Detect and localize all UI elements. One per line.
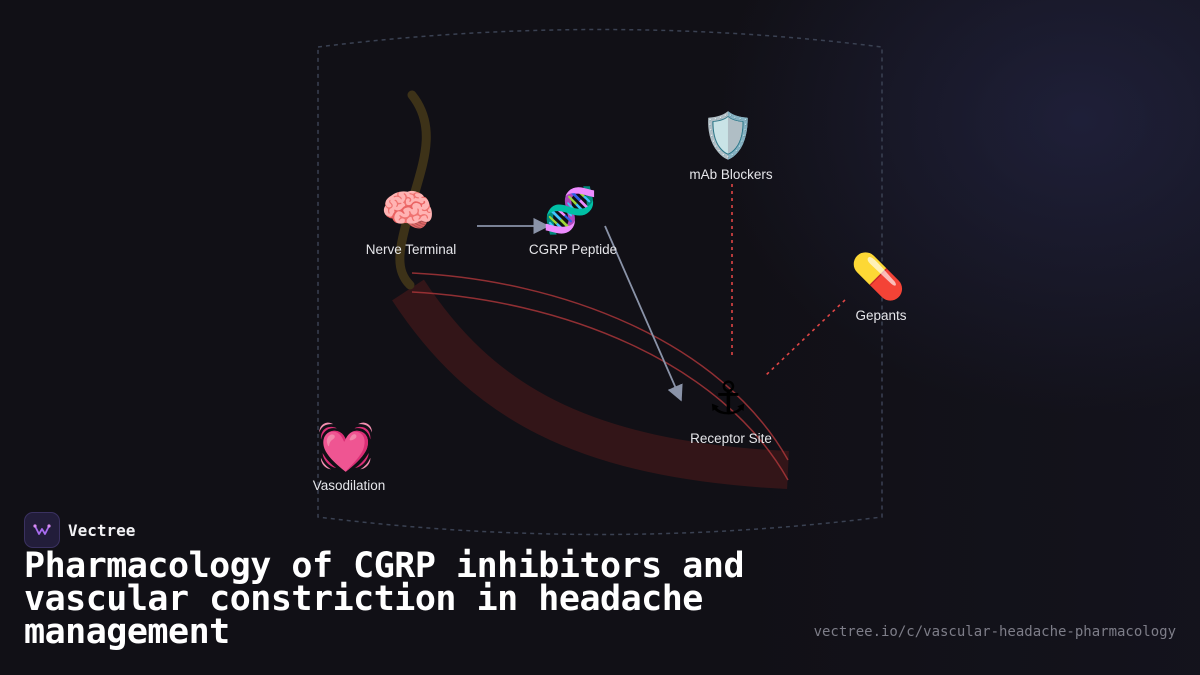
node-label-cgrp-peptide: CGRP Peptide xyxy=(529,242,617,257)
node-vasodilation: 💓 Vasodilation xyxy=(313,419,386,493)
source-url[interactable]: vectree.io/c/vascular-headache-pharmacol… xyxy=(813,624,1176,640)
blood-vessel xyxy=(392,279,789,489)
node-label-vasodilation: Vasodilation xyxy=(313,478,386,493)
node-nerve-terminal: 🧠 Nerve Terminal xyxy=(366,185,457,257)
brain-icon: 🧠 xyxy=(381,185,436,236)
brand-name: Vectree xyxy=(68,520,136,540)
node-mab-blockers: 🛡️ mAb Blockers xyxy=(689,110,773,182)
edge-cgrp-peptide-to-receptor-site xyxy=(604,225,683,402)
dna-icon: 🧬 xyxy=(543,183,598,236)
edge-gepants-to-receptor-site xyxy=(764,299,846,377)
vessel-wall-lower xyxy=(411,291,789,481)
page-title: Pharmacology of CGRP inhibitors and vasc… xyxy=(24,546,745,652)
brand-logo xyxy=(24,512,60,548)
head-boundary xyxy=(317,28,883,536)
anchor-icon: ⚓ xyxy=(707,371,748,425)
node-label-nerve-terminal: Nerve Terminal xyxy=(366,242,457,257)
node-label-gepants: Gepants xyxy=(855,308,906,323)
nerve-fiber xyxy=(395,90,431,290)
vessel-wall-upper xyxy=(411,272,789,461)
brand: Vectree xyxy=(24,512,135,548)
node-gepants: 💊 Gepants xyxy=(851,249,907,323)
vectree-logo-icon xyxy=(33,524,51,535)
node-cgrp-peptide: 🧬 CGRP Peptide xyxy=(529,183,617,257)
node-label-mab-blockers: mAb Blockers xyxy=(689,167,773,182)
beating-heart-icon: 💓 xyxy=(317,419,374,473)
pill-icon: 💊 xyxy=(851,249,906,302)
node-label-receptor-site: Receptor Site xyxy=(690,431,772,446)
shield-icon: 🛡️ xyxy=(701,110,756,161)
node-receptor-site: ⚓ Receptor Site xyxy=(690,371,772,446)
